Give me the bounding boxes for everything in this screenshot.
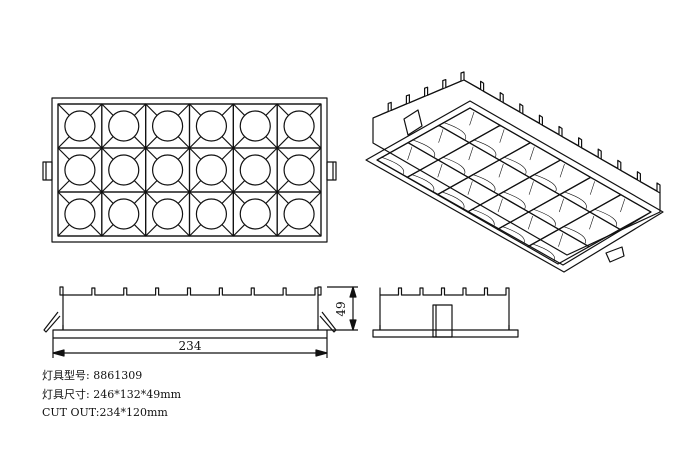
iso-right-clip bbox=[605, 246, 625, 263]
front-housing-top bbox=[59, 286, 322, 330]
iso-cell-facet bbox=[499, 129, 505, 143]
iso-cell-facet bbox=[407, 146, 413, 161]
iso-cell-facet bbox=[589, 215, 595, 230]
iso-cell-arc bbox=[502, 191, 526, 210]
iso-cell-facet bbox=[558, 233, 564, 247]
reflector-cell bbox=[276, 191, 322, 237]
width-dimension-label: 234 bbox=[179, 339, 202, 353]
lens-circle bbox=[151, 198, 184, 230]
iso-cell-facet bbox=[469, 111, 475, 126]
iso-cell-facet bbox=[437, 163, 443, 178]
height-dimension-label: 49 bbox=[334, 301, 348, 316]
iso-cell-facet bbox=[529, 146, 535, 161]
iso-cell-facet bbox=[558, 198, 564, 213]
iso-cell-facet bbox=[438, 129, 444, 143]
iso-cell-facet bbox=[528, 181, 534, 195]
lens-circle bbox=[195, 110, 228, 142]
lens-circle bbox=[108, 154, 140, 186]
top-view-left-clip bbox=[42, 161, 53, 181]
height-arrow-bottom bbox=[349, 319, 357, 331]
front-trim-flange bbox=[52, 329, 328, 339]
iso-cell-facet bbox=[589, 181, 595, 195]
iso-cell bbox=[467, 159, 531, 196]
side-view bbox=[372, 287, 519, 338]
iso-trim-outer bbox=[365, 100, 664, 273]
lens-circle bbox=[151, 154, 184, 186]
iso-cell-arc bbox=[531, 243, 555, 262]
iso-cell-arc bbox=[532, 208, 556, 227]
lens-circle bbox=[108, 198, 140, 230]
iso-cell-arc bbox=[441, 191, 465, 210]
iso-cell bbox=[497, 211, 560, 248]
iso-cell-arc bbox=[563, 191, 587, 210]
height-arrow-top bbox=[349, 286, 357, 298]
iso-cell-facet bbox=[467, 181, 473, 195]
lens-circle bbox=[239, 110, 271, 142]
lens-circle bbox=[239, 198, 271, 230]
lens-circle bbox=[64, 154, 96, 186]
iso-reflector-cells bbox=[376, 107, 652, 265]
lens-circle bbox=[64, 110, 96, 142]
iso-cell bbox=[406, 159, 469, 196]
spec-model-number: 灯具型号: 8861309 bbox=[42, 369, 143, 382]
iso-cell-arc bbox=[533, 174, 557, 192]
top-view bbox=[42, 97, 337, 243]
iso-cell-arc bbox=[380, 156, 405, 175]
lens-circle bbox=[195, 154, 228, 186]
iso-cell-arc bbox=[473, 139, 497, 158]
iso-cell-facet bbox=[559, 163, 565, 178]
iso-cell-facet bbox=[468, 146, 474, 161]
lens-circle bbox=[283, 154, 315, 186]
reflector-grid bbox=[57, 103, 322, 237]
lens-circle bbox=[195, 198, 228, 230]
iso-cell-arc bbox=[411, 139, 436, 158]
iso-cell-arc bbox=[471, 208, 495, 227]
iso-cell-facet bbox=[497, 198, 503, 213]
iso-cell-arc bbox=[442, 156, 466, 175]
front-left-spring bbox=[43, 311, 61, 333]
iso-cell-arc bbox=[562, 226, 586, 244]
front-view: 234 49 bbox=[43, 286, 358, 358]
iso-cell-arc bbox=[501, 226, 525, 244]
width-arrow-left bbox=[52, 349, 65, 357]
side-trim-flange bbox=[372, 329, 519, 338]
iso-cell-facet bbox=[498, 163, 504, 178]
iso-cell-arc bbox=[411, 174, 435, 192]
spec-cutout-size: CUT OUT:234*120mm bbox=[42, 406, 168, 419]
top-view-right-clip bbox=[326, 161, 337, 181]
iso-cell-arc bbox=[442, 122, 467, 140]
iso-housing-crenellation bbox=[372, 71, 661, 193]
iso-cell-facet bbox=[620, 198, 626, 213]
iso-cell-arc bbox=[593, 208, 617, 227]
isometric-view bbox=[365, 71, 664, 273]
iso-cell-arc bbox=[503, 156, 527, 175]
lens-circle bbox=[239, 154, 271, 186]
iso-cell bbox=[527, 228, 590, 265]
lens-circle bbox=[151, 110, 184, 142]
lens-circle bbox=[64, 198, 96, 230]
iso-cell-facet bbox=[527, 215, 533, 230]
iso-cell-arc bbox=[472, 174, 496, 192]
side-spring-clip bbox=[432, 304, 453, 338]
front-right-spring bbox=[319, 311, 337, 333]
iso-left-clip bbox=[403, 109, 423, 136]
side-housing-top bbox=[379, 287, 510, 330]
lens-circle bbox=[283, 198, 315, 230]
spec-fixture-size: 灯具尺寸: 246*132*49mm bbox=[42, 388, 182, 401]
iso-cell bbox=[558, 211, 621, 248]
lens-circle bbox=[283, 110, 315, 142]
width-arrow-right bbox=[315, 349, 328, 357]
lens-circle bbox=[108, 110, 140, 142]
